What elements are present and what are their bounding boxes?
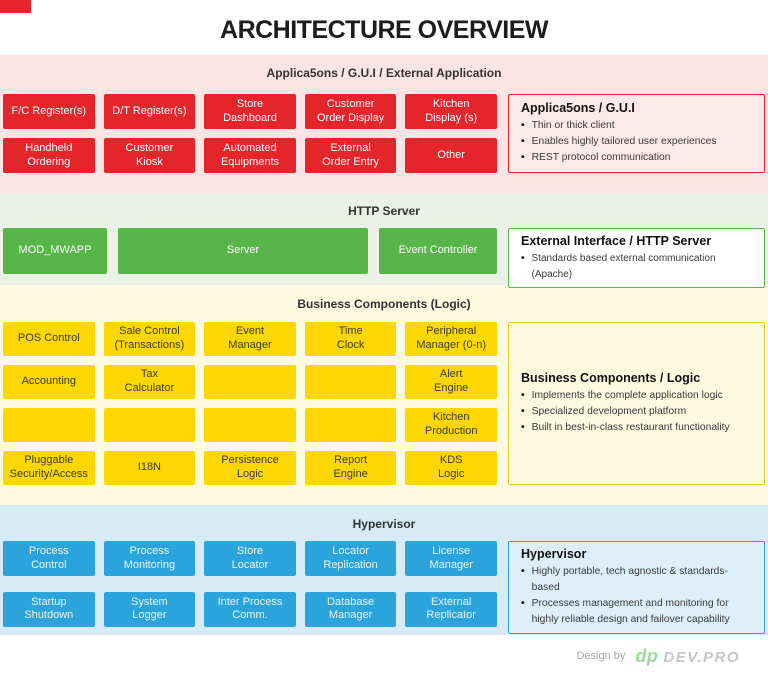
component-box-peripheral-manager: Peripheral Manager (0-n) (405, 322, 497, 356)
component-box-sale-control: Sale Control (Transactions) (103, 322, 196, 356)
component-box-other: Other (405, 138, 497, 173)
component-box-event-manager: Event Manager (204, 322, 296, 356)
component-box-mod-mwapp: MOD_MWAPP (3, 228, 107, 274)
info-panel-applications: Applica5ons / G.U.I Thin or thick client… (508, 94, 765, 173)
component-box-kitchen-production: Kitchen Production (405, 408, 497, 442)
component-box-customer-order-display: Customer Order Display (304, 94, 397, 129)
info-panel-hypervisor: Hypervisor Highly portable, tech agnosti… (508, 541, 765, 634)
component-box-store-locator: Store Locator (204, 541, 296, 576)
component-box-external-order-entry: External Order Entry (304, 138, 397, 173)
section-applications: Applica5ons / G.U.I / External Applicati… (0, 55, 768, 193)
panel-title: External Interface / HTTP Server (521, 234, 712, 248)
component-box-kitchen-display: Kitchen Display (s) (405, 94, 497, 129)
footer: Design by dp DEV.PRO (0, 635, 768, 677)
business-components-grid: POS Control Sale Control (Transactions) … (3, 322, 497, 485)
hypervisor-grid: Process Control Process Monitoring Store… (3, 541, 497, 634)
http-server-row: MOD_MWAPP Server Event Controller (3, 228, 497, 288)
panel-bullet: REST protocol communication (521, 150, 752, 166)
component-box-customer-kiosk: Customer Kiosk (103, 138, 196, 173)
component-box-process-monitoring: Process Monitoring (103, 541, 196, 576)
component-box-system-logger: System Logger (103, 591, 196, 627)
component-box-pluggable-security: Pluggable Security/Access (3, 451, 95, 485)
component-box-external-replicator: External Replicator (405, 591, 497, 627)
component-box-accounting: Accounting (3, 365, 95, 399)
page-title: ARCHITECTURE OVERVIEW (220, 16, 548, 44)
design-by-label: Design by (576, 650, 626, 662)
component-box-fc-registers: F/C Register(s) (3, 94, 95, 129)
component-box-blank (3, 408, 95, 442)
panel-bullet: Specialized development platform (521, 404, 752, 420)
dp-logo-icon: dp (635, 645, 659, 666)
devpro-wordmark: DEV.PRO (663, 648, 740, 666)
info-panel-business-components: Business Components / Logic Implements t… (508, 322, 765, 485)
panel-bullet: Enables highly tailored user experiences (521, 134, 752, 150)
component-box-process-control: Process Control (3, 541, 95, 576)
component-box-handheld-ordering: Handheld Ordering (3, 138, 95, 173)
section-http-server: HTTP Server MOD_MWAPP Server Event Contr… (0, 193, 768, 288)
title-bar: ARCHITECTURE OVERVIEW (0, 0, 768, 55)
applications-grid: F/C Register(s) D/T Register(s) Store Da… (3, 94, 497, 173)
component-box-database-manager: Database Manager (304, 591, 397, 627)
component-box-license-manager: License Manager (405, 541, 497, 576)
panel-title: Business Components / Logic (521, 371, 701, 386)
section-http-server-header: HTTP Server (348, 204, 420, 218)
component-box-kds-logic: KDS Logic (405, 451, 497, 485)
section-business-components: Business Components (Logic) POS Control … (0, 285, 768, 505)
component-box-event-controller: Event Controller (379, 228, 497, 274)
component-box-time-clock: Time Clock (304, 322, 397, 356)
component-box-blank (204, 408, 296, 442)
section-applications-header: Applica5ons / G.U.I / External Applicati… (266, 66, 502, 80)
panel-bullet: Built in best-in-class restaurant functi… (521, 420, 752, 436)
section-hypervisor-header: Hypervisor (352, 517, 416, 531)
devpro-logo: dp DEV.PRO (635, 646, 740, 667)
section-business-components-header: Business Components (Logic) (297, 297, 471, 311)
component-box-store-dashboard: Store Dashboard (204, 94, 296, 129)
panel-bullet: Thin or thick client (521, 118, 752, 134)
panel-bullet: Standards based external communication (… (521, 251, 752, 282)
component-box-automated-equipments: Automated Equipments (204, 138, 296, 173)
component-box-blank (304, 365, 397, 399)
component-box-blank (204, 365, 296, 399)
info-panel-http-server: External Interface / HTTP Server Standar… (508, 228, 765, 288)
panel-title: Applica5ons / G.U.I (521, 101, 635, 116)
panel-bullet: Highly portable, tech agnostic & standar… (521, 564, 752, 596)
panel-title: Hypervisor (521, 547, 587, 561)
component-box-tax-calculator: Tax Calculator (103, 365, 196, 399)
component-box-i18n: I18N (103, 451, 196, 485)
component-box-pos-control: POS Control (3, 322, 95, 356)
panel-bullet: Processes management and monitoring for … (521, 596, 752, 628)
panel-bullet: Implements the complete application logi… (521, 388, 752, 404)
component-box-startup-shutdown: Startup Shutdown (3, 591, 95, 627)
component-box-server: Server (118, 228, 368, 274)
corner-mark (0, 0, 31, 13)
component-box-report-engine: Report Engine (304, 451, 397, 485)
component-box-locator-replication: Locator Replication (304, 541, 397, 576)
component-box-inter-process-comm: Inter Process Comm. (204, 591, 296, 627)
section-hypervisor: Hypervisor Process Control Process Monit… (0, 505, 768, 635)
component-box-dt-registers: D/T Register(s) (103, 94, 196, 129)
component-box-blank (103, 408, 196, 442)
component-box-alert-engine: Alert Engine (405, 365, 497, 399)
component-box-persistence-logic: Persistence Logic (204, 451, 296, 485)
component-box-blank (304, 408, 397, 442)
